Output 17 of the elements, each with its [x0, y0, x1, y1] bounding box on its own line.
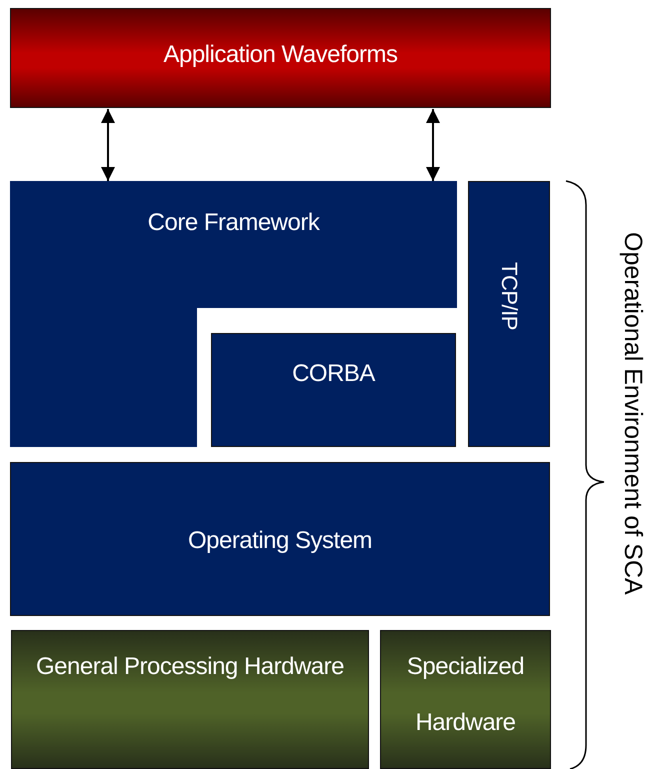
layer-block: [211, 333, 456, 447]
layer-block: [10, 181, 457, 447]
layer-block: [10, 8, 551, 108]
layer-label: CORBA: [291, 359, 376, 389]
layer-label: General Processing Hardware: [35, 652, 345, 682]
layer-label: TCP/IP: [496, 262, 523, 330]
layer-block: [380, 630, 551, 769]
layer-block: [468, 181, 550, 447]
side-label: Operational Environment of SCA: [618, 232, 647, 595]
double-arrow: [101, 109, 115, 181]
layer-label: Core Framework: [146, 208, 321, 238]
double-arrow: [426, 109, 440, 181]
layer-label: Application Waveforms: [162, 40, 399, 70]
layer-block: [10, 462, 550, 616]
layer-block: [11, 630, 369, 769]
layer-label: Specialized Hardware: [406, 652, 526, 738]
layer-label: Operating System: [186, 526, 374, 556]
